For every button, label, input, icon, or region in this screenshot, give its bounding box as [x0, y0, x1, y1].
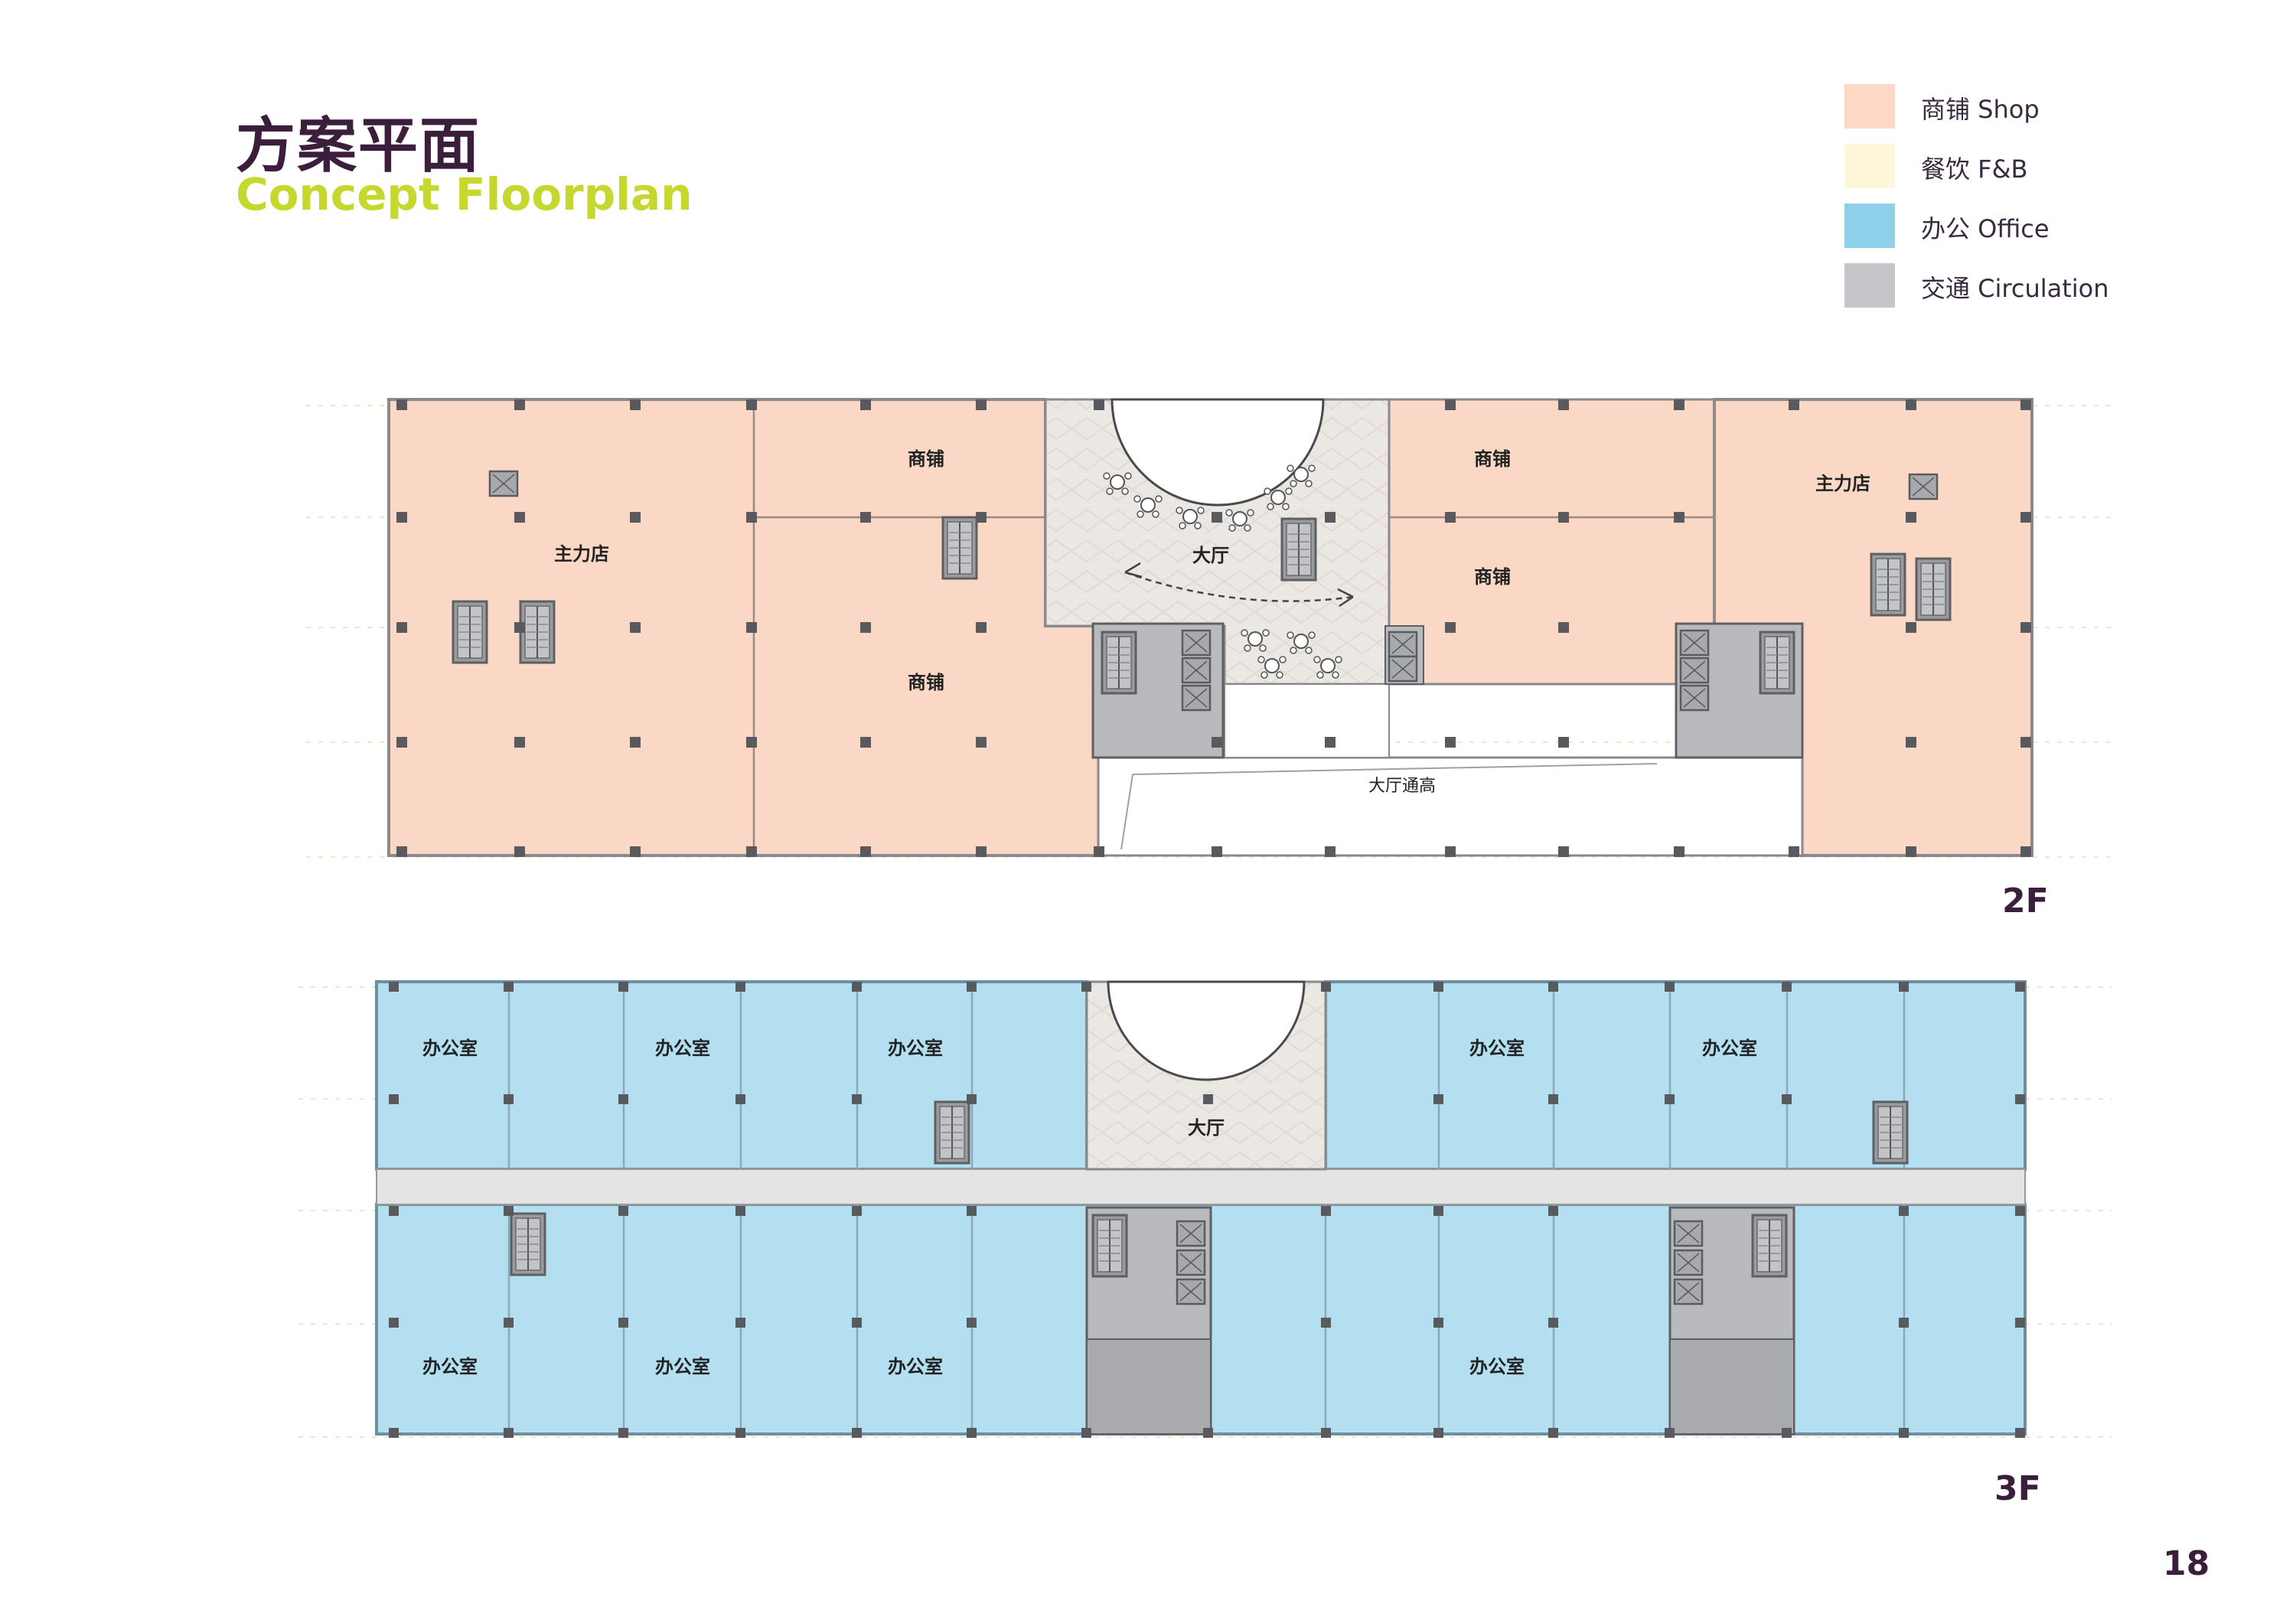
office-swatch-icon — [1844, 204, 1895, 248]
room-label: 办公室 — [1702, 1038, 1757, 1059]
title-english: Concept Floorplan — [236, 168, 693, 220]
shop-swatch-icon — [1844, 84, 1895, 129]
columns-3f — [389, 982, 2025, 1438]
room-label: 办公室 — [888, 1356, 943, 1377]
room-label: 商铺 — [1474, 566, 1511, 588]
page-number: 18 — [2163, 1544, 2210, 1583]
legend-label: 交通 Circulation — [1921, 274, 2109, 303]
room-label: 大厅通高 — [1368, 777, 1436, 796]
columns-2f — [396, 399, 2031, 857]
floor-label-3f: 3F — [1994, 1469, 2041, 1508]
room-label: 办公室 — [1469, 1356, 1525, 1377]
room-label: 办公室 — [888, 1038, 943, 1059]
fnb-swatch-icon — [1844, 144, 1895, 188]
room-label: 办公室 — [422, 1356, 478, 1377]
room-label: 办公室 — [422, 1038, 478, 1059]
room-label: 商铺 — [908, 448, 944, 470]
legend-label: 餐饮 F&B — [1921, 155, 2028, 184]
room-label: 商铺 — [908, 672, 944, 693]
legend-label: 办公 Office — [1921, 214, 2050, 243]
floor-2f-plan: 主力店 商铺 商铺 大厅 商铺 商铺 主力店 大厅通高 2F — [306, 398, 2112, 921]
floor-label-2f: 2F — [2002, 882, 2049, 921]
circulation-swatch-icon — [1844, 263, 1895, 308]
room-label: 大厅 — [1188, 1117, 1225, 1139]
room-label: 商铺 — [1474, 448, 1511, 470]
office-zone-north-west — [375, 980, 1088, 1171]
room-label: 办公室 — [655, 1038, 710, 1059]
room-label: 主力店 — [554, 543, 609, 565]
room-label: 办公室 — [655, 1356, 710, 1377]
atrium-void-2f — [1110, 398, 1325, 507]
title-chinese: 方案平面 — [236, 112, 481, 181]
room-label: 主力店 — [1815, 473, 1870, 494]
legend-label: 商铺 Shop — [1921, 95, 2040, 124]
shop-zone-west — [387, 398, 1102, 857]
floor-3f-plan: 办公室 办公室 办公室 大厅 办公室 办公室 办公室 办公室 办公室 办公室 3… — [298, 980, 2112, 1508]
shop-zone-east-core — [1388, 398, 1720, 686]
corridor-3f — [376, 1168, 2026, 1205]
room-label: 办公室 — [1469, 1038, 1525, 1059]
room-label: 大厅 — [1192, 545, 1229, 566]
atrium-void-3f — [1107, 980, 1306, 1081]
office-zone-north-east — [1324, 980, 2027, 1171]
